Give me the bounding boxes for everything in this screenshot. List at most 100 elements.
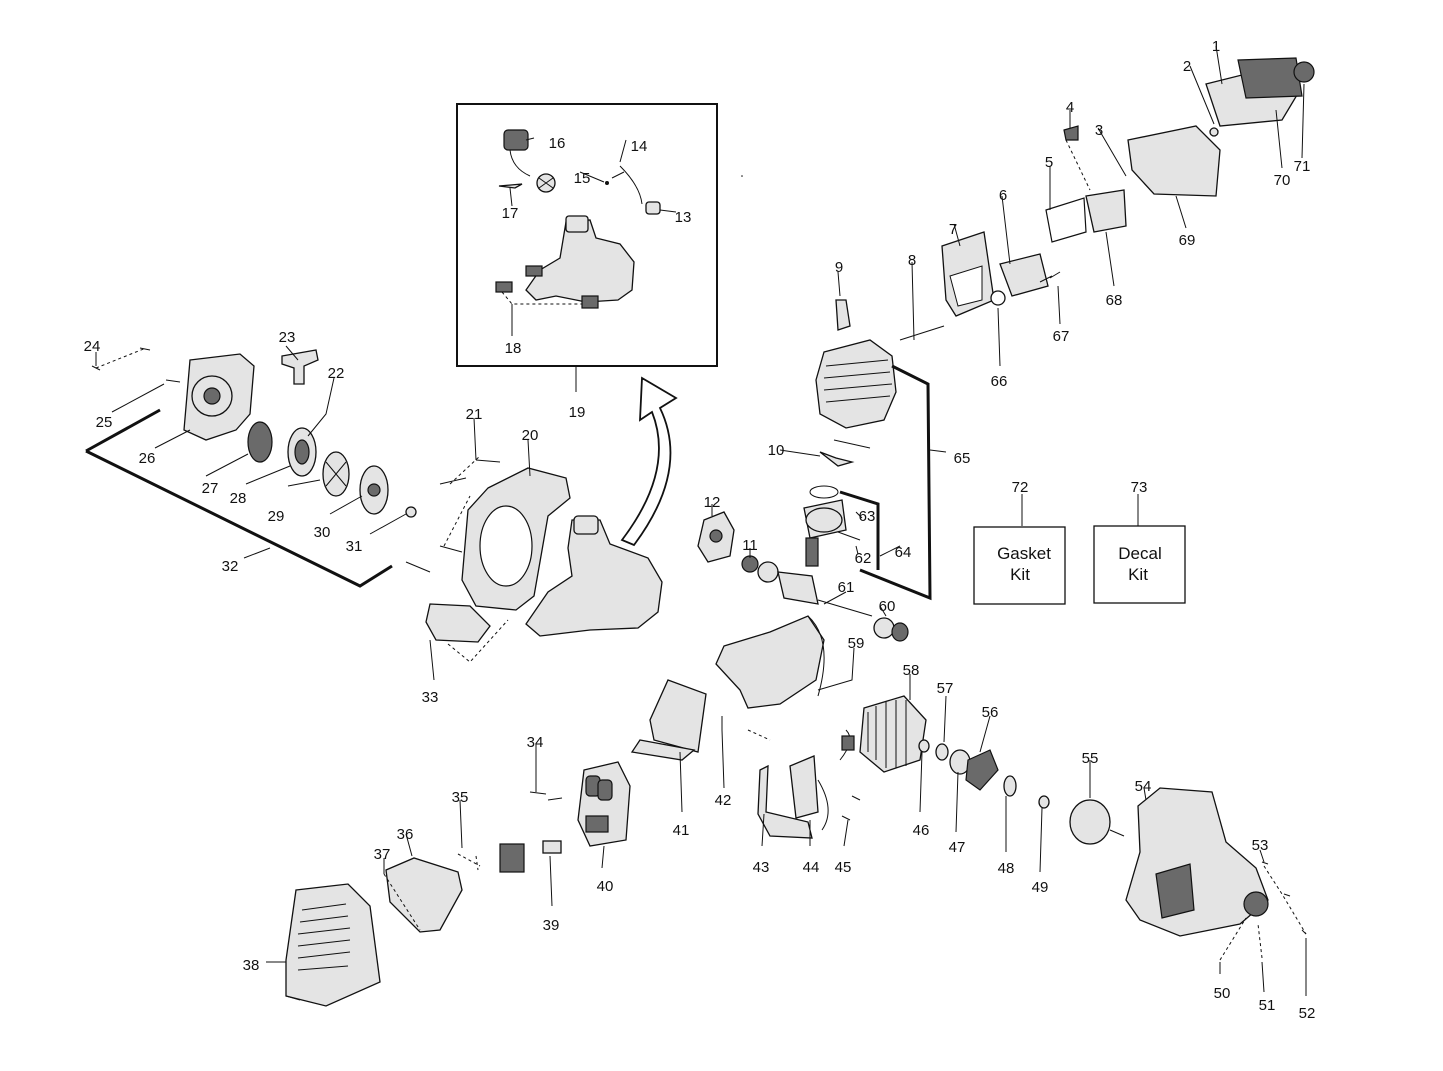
callout-56: 56	[982, 704, 999, 721]
gasket-kit-line2: Kit	[1010, 565, 1030, 584]
callout-32: 32	[222, 558, 239, 575]
callout-69: 69	[1179, 232, 1196, 249]
callout-64: 64	[895, 544, 912, 561]
callout-66: 66	[991, 373, 1008, 390]
gasket-kit-line1: Gasket	[997, 544, 1051, 563]
callout-63: 63	[859, 508, 876, 525]
callout-19: 19	[569, 404, 586, 421]
starter-handle-part	[281, 349, 319, 385]
callout-15: 15	[574, 170, 591, 187]
clutch-part	[965, 749, 999, 791]
fuel-cap-part	[503, 129, 529, 151]
callout-2: 2	[1183, 58, 1191, 75]
crankcase-part	[715, 615, 825, 709]
callout-39: 39	[543, 917, 560, 934]
crankshaft-part	[777, 571, 819, 605]
callout-37: 37	[374, 846, 391, 863]
callout-59: 59	[848, 635, 865, 652]
callout-18: 18	[505, 340, 522, 357]
callout-44: 44	[803, 859, 820, 876]
callout-16: 16	[549, 135, 566, 152]
callout-62: 62	[855, 550, 872, 567]
engine-cover-group	[285, 840, 562, 1007]
callout-46: 46	[913, 822, 930, 839]
callout-43: 43	[753, 859, 770, 876]
callout-60: 60	[879, 598, 896, 615]
callout-42: 42	[715, 792, 732, 809]
callout-24: 24	[84, 338, 101, 355]
air-filter-base-part	[999, 253, 1049, 297]
engine-core	[529, 299, 945, 847]
callout-50: 50	[1214, 985, 1231, 1002]
callout-7: 7	[949, 221, 957, 238]
spark-plug-part	[835, 299, 851, 331]
callout-28: 28	[230, 490, 247, 507]
callout-21: 21	[466, 406, 483, 423]
callout-52: 52	[1299, 1005, 1316, 1022]
callout-6: 6	[999, 187, 1007, 204]
callout-47: 47	[949, 839, 966, 856]
engine-cover-part	[285, 883, 381, 1007]
callout-30: 30	[314, 524, 331, 541]
callout-25: 25	[96, 414, 113, 431]
callout-17: 17	[502, 205, 519, 222]
muffler-part	[577, 761, 631, 847]
clutch-drum-part	[1069, 799, 1111, 845]
callout-58: 58	[903, 662, 920, 679]
curved-arrow	[620, 376, 678, 547]
decal-kit-box: Decal Kit	[1093, 525, 1186, 604]
callout-72: 72	[1012, 479, 1029, 496]
callout-40: 40	[597, 878, 614, 895]
callout-36: 36	[397, 826, 414, 843]
callout-26: 26	[139, 450, 156, 467]
air-filter-group	[941, 57, 1315, 317]
callout-55: 55	[1082, 750, 1099, 767]
ignition-group	[757, 695, 1307, 961]
tank-part	[525, 519, 663, 637]
callout-29: 29	[268, 508, 285, 525]
cylinder-part	[815, 339, 897, 429]
callout-3: 3	[1095, 122, 1103, 139]
switch-part	[499, 843, 525, 873]
callout-34: 34	[527, 734, 544, 751]
callout-61: 61	[838, 579, 855, 596]
engine-housing-group	[405, 455, 663, 663]
callout-45: 45	[835, 859, 852, 876]
callout-68: 68	[1106, 292, 1123, 309]
clutch-housing-part	[1125, 787, 1269, 937]
callout-35: 35	[452, 789, 469, 806]
callout-67: 67	[1053, 328, 1070, 345]
callout-71: 71	[1294, 158, 1311, 175]
callout-54: 54	[1135, 778, 1152, 795]
callout-9: 9	[835, 259, 843, 276]
callout-70: 70	[1274, 172, 1291, 189]
decal-kit-line1: Decal	[1118, 544, 1161, 563]
callout-57: 57	[937, 680, 954, 697]
clamp-part	[425, 603, 491, 643]
callout-23: 23	[279, 329, 296, 346]
callout-8: 8	[908, 252, 916, 269]
callout-51: 51	[1259, 997, 1276, 1014]
callout-73: 73	[1131, 479, 1148, 496]
callout-33: 33	[422, 689, 439, 706]
callout-5: 5	[1045, 154, 1053, 171]
ignition-coil-part	[789, 755, 819, 819]
callout-65: 65	[954, 450, 971, 467]
callout-labels: 1234567891011121314151617181920212223242…	[84, 38, 1316, 1022]
callout-14: 14	[631, 138, 648, 155]
callout-41: 41	[673, 822, 690, 839]
callout-13: 13	[675, 209, 692, 226]
callout-48: 48	[998, 860, 1015, 877]
flywheel-part	[859, 695, 927, 773]
callout-11: 11	[742, 537, 758, 554]
gasket-kit-box: Gasket Kit	[973, 526, 1066, 605]
callout-4: 4	[1066, 99, 1074, 116]
callout-1: 1	[1212, 38, 1220, 55]
callout-27: 27	[202, 480, 219, 497]
callout-53: 53	[1252, 837, 1269, 854]
starter-assembly	[85, 347, 417, 588]
callout-20: 20	[522, 427, 539, 444]
decal-kit-line2: Kit	[1128, 565, 1148, 584]
callout-10: 10	[768, 442, 785, 459]
carburetor-body-part	[1085, 189, 1127, 233]
